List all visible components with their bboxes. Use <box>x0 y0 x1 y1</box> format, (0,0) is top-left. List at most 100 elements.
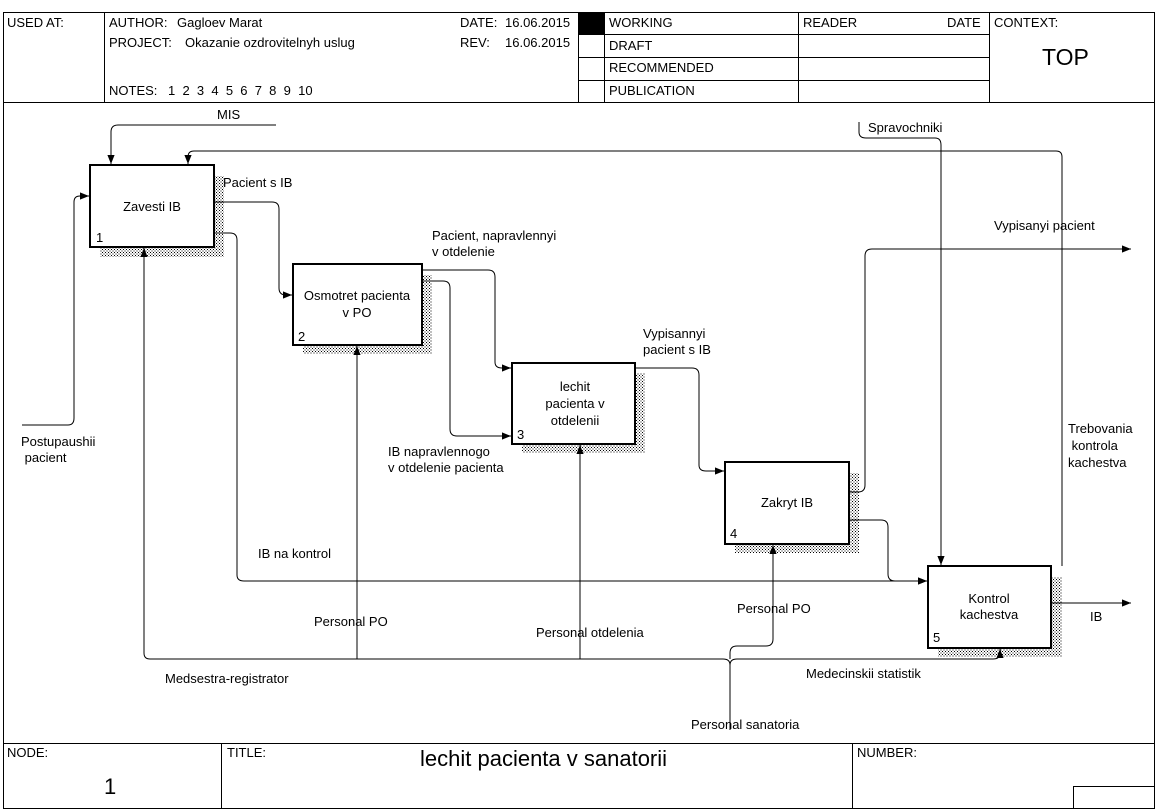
footer-top-line <box>3 743 1155 744</box>
label-personal-otdelenia: Personal otdelenia <box>536 625 644 640</box>
footer-divider <box>221 743 222 809</box>
label-personal-po-2: Personal PO <box>737 601 811 616</box>
label-ib-na-kontrol: IB na kontrol <box>258 546 331 561</box>
box-2-label-line2: v PO <box>343 305 372 320</box>
box-5-number: 5 <box>933 630 940 645</box>
box-1-shadow-right <box>214 176 224 256</box>
arrows <box>22 122 1131 730</box>
arrow-trebovania-feedback[interactable] <box>184 150 1063 566</box>
label-ib-napravlennogo-1: IB napravlennogo <box>388 444 490 459</box>
arrow-medsestra[interactable] <box>140 248 151 660</box>
arrow-vypisanyi-pacient[interactable] <box>849 245 1131 493</box>
arrow-pacient-napravlennyi[interactable] <box>422 269 511 372</box>
box-2-shadow-bottom <box>303 345 432 354</box>
label-postupaushii-1: Postupaushii <box>21 434 96 449</box>
label-ib-out: IB <box>1090 609 1102 624</box>
arrow-mechanism-bus[interactable] <box>150 658 731 730</box>
label-personal-sanatoria: Personal sanatoria <box>691 717 800 732</box>
box-4-shadow-right <box>849 473 859 553</box>
label-pacient-napravlennyi-2: v otdelenie <box>432 244 495 259</box>
header-divider <box>104 12 105 103</box>
box-5[interactable] <box>927 565 1052 649</box>
box-3[interactable] <box>511 362 636 445</box>
context-label: CONTEXT: <box>994 15 1059 30</box>
box-3-shadow-bottom <box>522 444 645 453</box>
label-trebovania-1: Trebovania <box>1068 421 1133 436</box>
header-bottom-line <box>3 102 1155 103</box>
label-trebovania-2: kontrola <box>1068 438 1119 453</box>
status-working-marker <box>579 13 604 34</box>
box-3-label-line1: lechit <box>560 379 591 394</box>
date-label: DATE: <box>460 15 498 30</box>
arrow-ib-napravlennogo[interactable] <box>422 280 511 440</box>
label-medecinskii: Medecinskii statistik <box>806 666 921 681</box>
arrow-mechanism-bus-right[interactable] <box>729 649 1004 666</box>
arrow-personal-po-2[interactable] <box>729 545 777 659</box>
label-pacient-s-ib: Pacient s IB <box>223 175 292 190</box>
activity-boxes <box>89 164 1052 649</box>
arrow-postupaushii[interactable] <box>22 192 89 426</box>
arrow-mis[interactable] <box>107 124 276 164</box>
label-pacient-napravlennyi-1: Pacient, napravlennyi <box>432 228 556 243</box>
status-draft: DRAFT <box>609 38 653 53</box>
status-working: WORKING <box>609 15 673 30</box>
box-2-shadow-right <box>422 275 432 354</box>
label-medsestra: Medsestra-registrator <box>165 671 289 686</box>
arrow-labels: MIS Spravochniki Pacient s IB Pacient, n… <box>21 107 1133 732</box>
box-2-label-line1: Osmotret pacienta <box>304 288 411 303</box>
status-row-line <box>578 34 990 35</box>
box-labels: Zavesti IB 1 Osmotret pacienta v PO 2 le… <box>96 199 1019 645</box>
project-label: PROJECT: <box>109 35 172 50</box>
node-value: 1 <box>104 774 117 799</box>
author-label: AUTHOR: <box>109 15 168 30</box>
arrow-vypisannyi-pacient-s-ib[interactable] <box>635 367 724 475</box>
box-1-label: Zavesti IB <box>123 199 181 214</box>
number-label: NUMBER: <box>857 745 917 760</box>
label-personal-po-1: Personal PO <box>314 614 388 629</box>
node-label: NODE: <box>7 745 49 760</box>
box-3-label-line3: otdelenii <box>551 413 600 428</box>
label-ib-napravlennogo-2: v otdelenie pacienta <box>388 460 504 475</box>
box-3-label-line2: pacienta v <box>545 396 605 411</box>
arrow-pacient-s-ib[interactable] <box>214 201 292 299</box>
box-5-shadow-right <box>1051 577 1062 657</box>
context-value: TOP <box>1042 44 1089 70</box>
status-recommended: RECOMMENDED <box>609 60 714 75</box>
box-3-shadow-right <box>635 373 645 453</box>
label-vypisannyi-1: Vypisannyi <box>643 326 705 341</box>
box-2-number: 2 <box>298 329 305 344</box>
arrow-ib-na-kontrol[interactable] <box>214 232 927 585</box>
box-1[interactable] <box>89 164 215 248</box>
reader-label: READER <box>803 15 858 30</box>
arrow-box4-to-box5[interactable] <box>849 519 927 585</box>
box-4-number: 4 <box>730 526 737 541</box>
notes-value: 1 2 3 4 5 6 7 8 9 10 <box>168 83 313 98</box>
box-5-label-line1: Kontrol <box>968 591 1009 606</box>
rev-label: REV: <box>460 35 490 50</box>
box-1-shadow-bottom <box>100 248 224 257</box>
label-vypisannyi-2: pacient s IB <box>643 342 711 357</box>
notes-label: NOTES: <box>109 83 158 98</box>
label-trebovania-3: kachestva <box>1068 455 1127 470</box>
footer-corner-box <box>1073 786 1074 809</box>
box-3-number: 3 <box>517 427 524 442</box>
label-mis: MIS <box>217 107 240 122</box>
box-4[interactable] <box>724 461 850 545</box>
status-row-line <box>578 80 990 81</box>
diagram-frame <box>3 12 1155 809</box>
project-value: Okazanie ozdrovitelnyh uslug <box>185 35 355 50</box>
label-vypisanyi-pacient: Vypisanyi pacient <box>994 218 1095 233</box>
title-label: TITLE: <box>227 745 267 760</box>
footer-corner-box <box>1073 786 1155 787</box>
status-row-line <box>578 57 990 58</box>
box-2[interactable] <box>292 263 423 346</box>
label-postupaushii-2: pacient <box>21 450 67 465</box>
box-4-shadow-bottom <box>735 544 859 553</box>
footer-divider <box>852 743 853 809</box>
status-publication: PUBLICATION <box>609 83 695 98</box>
box-4-label: Zakryt IB <box>761 495 813 510</box>
box-1-number: 1 <box>96 230 103 245</box>
author-value: Gagloev Marat <box>177 15 263 30</box>
arrow-spravochniki[interactable] <box>858 122 945 565</box>
reader-date-label: DATE <box>947 15 981 30</box>
